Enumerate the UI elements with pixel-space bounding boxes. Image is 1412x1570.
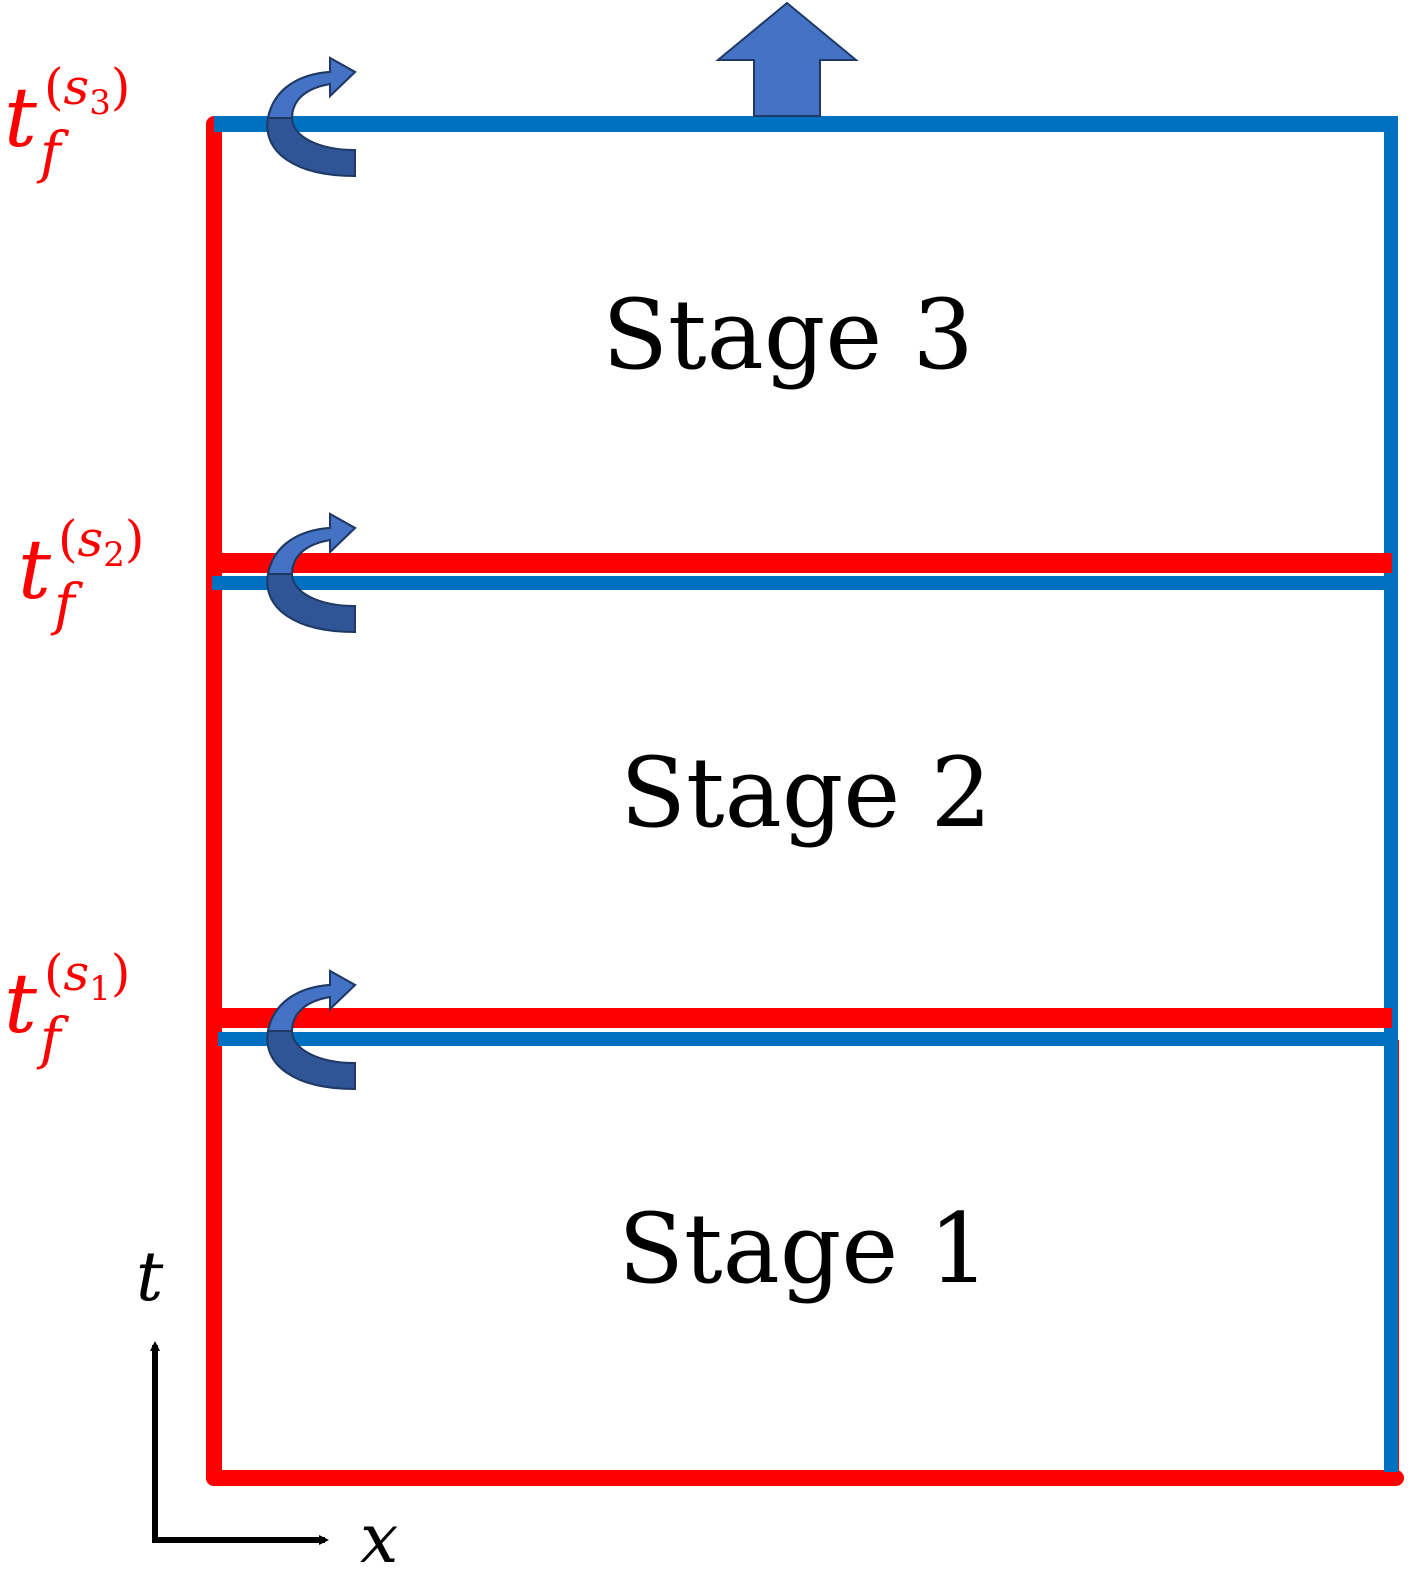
curved-arrow-icon <box>266 969 357 1091</box>
time-marker-sup-index: 3 <box>89 83 111 123</box>
time-marker-sub: f <box>36 121 70 186</box>
time-marker-sup-open: ( <box>58 510 78 568</box>
stage-1-label: Stage 1 <box>618 1193 989 1305</box>
time-marker-main: t <box>4 957 38 1052</box>
time-marker-main: t <box>4 71 38 166</box>
time-marker-sup-open: ( <box>44 58 64 116</box>
vertical-axis-label: t <box>136 1238 164 1317</box>
time-marker-s3: t f (s3) <box>4 58 130 186</box>
time-marker-sup: (s1) <box>44 944 130 1009</box>
time-marker-sup-var: s <box>64 944 90 1002</box>
axes: t x <box>136 1238 398 1570</box>
time-marker-sup-close: ) <box>125 510 145 568</box>
time-marker-sub: f <box>50 573 84 638</box>
stage-2-label: Stage 2 <box>620 737 991 849</box>
time-marker-sup-var: s <box>78 510 104 568</box>
horizontal-axis-label: x <box>360 1500 398 1570</box>
curved-arrow-icon <box>266 56 357 178</box>
time-marker-sub: f <box>36 1007 70 1072</box>
time-marker-sup-close: ) <box>111 944 131 1002</box>
up-arrow-icon <box>715 1 859 117</box>
time-marker-s2: t f (s2) <box>18 510 144 638</box>
stage-3-label: Stage 3 <box>602 279 973 391</box>
time-marker-sup-index: 1 <box>89 969 111 1009</box>
time-marker-main: t <box>18 523 52 618</box>
time-marker-s1: t f (s1) <box>4 944 130 1072</box>
time-marker-sup-close: ) <box>111 58 131 116</box>
curved-arrow-icon <box>266 512 357 634</box>
time-marker-sup-open: ( <box>44 944 64 1002</box>
time-marker-sup-var: s <box>64 58 90 116</box>
time-marker-sup: (s3) <box>44 58 130 123</box>
time-marker-sup: (s2) <box>58 510 144 575</box>
time-marker-sup-index: 2 <box>103 535 125 575</box>
